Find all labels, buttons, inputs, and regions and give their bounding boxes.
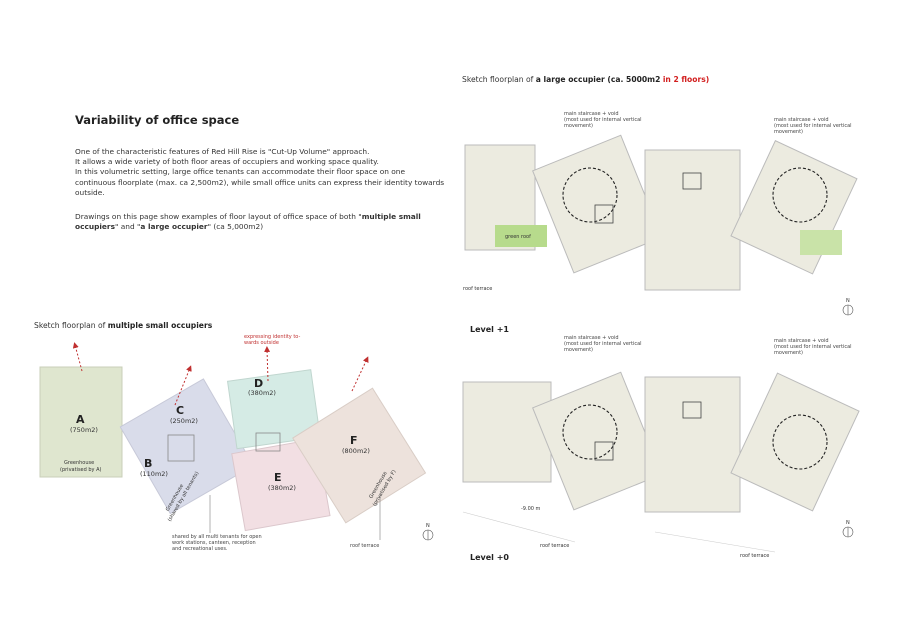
l0-staircase-note-right: main staircase + void(most used for inte…: [774, 338, 854, 356]
l0-elevation-label: -9.00 m: [521, 506, 541, 512]
large-caption-red: in 2 floors): [662, 75, 710, 84]
l1-note-left-2: (most used for internal vertical movemen…: [564, 117, 642, 129]
north-label-small: N: [426, 523, 430, 529]
zone-a-area: (750m2): [70, 426, 98, 434]
l0-block-center: [644, 376, 741, 513]
large-caption-bold: a large occupier (ca. 5000m2: [535, 75, 661, 84]
intro-p4c: " and ": [114, 222, 141, 232]
l1-green-roof-label: green roof: [505, 234, 531, 240]
l0-note-right-1: main staircase + void: [774, 338, 829, 344]
intro-text: One of the characteristic features of Re…: [75, 147, 445, 198]
identity-note: expressing identity to-wards outside: [244, 334, 301, 346]
zone-b-letter: B: [144, 457, 152, 470]
l1-block-2: [532, 134, 663, 274]
l0-block-left: [462, 381, 552, 483]
page-title: Variability of office space: [75, 113, 240, 127]
l0-note-right-2: (most used for internal vertical movemen…: [774, 344, 852, 356]
l1-note-left-1: main staircase + void: [564, 111, 619, 117]
intro-line-2: It allows a wide variety of both floor a…: [75, 157, 379, 167]
intro-p4b: multiple small occupiers: [75, 212, 421, 232]
l0-note-left-2: (most used for internal vertical movemen…: [564, 341, 642, 353]
l1-core-center: [682, 172, 702, 190]
l1-staircase-note-left: main staircase + void(most used for inte…: [564, 111, 644, 129]
l1-staircase-note-right: main staircase + void(most used for inte…: [774, 117, 854, 135]
zone-c-letter: C: [176, 404, 184, 417]
large-plan-caption: Sketch floorplan of a large occupier (ca…: [462, 75, 709, 84]
l1-north-label: N: [846, 298, 850, 304]
zone-e-letter: E: [274, 471, 282, 484]
zone-d-letter: D: [254, 377, 263, 390]
intro-line-1: One of the characteristic features of Re…: [75, 147, 370, 156]
intro-drawings-text: Drawings on this page show examples of f…: [75, 212, 445, 232]
zone-d-area: (380m2): [248, 389, 276, 397]
zone-f-letter: F: [350, 434, 358, 447]
core-block-de: [255, 432, 281, 452]
intro-p4a: Drawings on this page show examples of f…: [75, 212, 362, 221]
identity-arrow-d: [264, 346, 271, 382]
intro-line-3: In this volumetric setting, large office…: [75, 167, 445, 197]
identity-arrow-f: [351, 356, 369, 392]
l0-block-right: [730, 372, 860, 512]
large-caption-prefix: Sketch floorplan of: [462, 75, 536, 84]
zone-d-shape: [226, 369, 321, 450]
l1-core-left: [594, 204, 614, 224]
l0-staircase-note-left: main staircase + void(most used for inte…: [564, 335, 644, 353]
level-plus-1-label: Level +1: [470, 325, 509, 334]
l0-note-left-1: main staircase + void: [564, 335, 619, 341]
l0-north-label: N: [846, 520, 850, 526]
small-caption-bold: multiple small occupiers: [107, 321, 213, 330]
greenhouse-a-owner: (privatised by A): [60, 467, 102, 473]
core-block-bc: [167, 434, 195, 462]
large-occupier-level0-plan: -9.00 m roof terrace roof terrace N: [462, 371, 860, 559]
zone-a-letter: A: [76, 413, 85, 426]
intro-p4e: " (ca 5,000m2): [207, 222, 264, 232]
l0-staircase-circle-left: [562, 404, 618, 460]
zone-e-area: (380m2): [268, 484, 296, 492]
identity-arrow-c: [174, 365, 192, 406]
l1-staircase-circle-right: [772, 167, 828, 223]
l1-note-right-1: main staircase + void: [774, 117, 829, 123]
small-occupiers-plan: A (750m2) B (110m2) C (250m2) D (380m2) …: [39, 342, 434, 541]
l0-core-left: [594, 441, 614, 461]
zone-c-area: (250m2): [170, 417, 198, 425]
zone-b-area: (110m2): [140, 470, 168, 478]
identity-arrow-a: [72, 342, 83, 372]
small-caption-prefix: Sketch floorplan of: [34, 321, 108, 330]
l0-block-2: [532, 371, 663, 511]
zone-f-area: (800m2): [342, 447, 370, 455]
l1-green-roof: [495, 225, 547, 247]
large-occupier-level1-plan: green roof roof terrace N: [463, 134, 858, 316]
level-0-label: Level +0: [470, 553, 509, 562]
greenhouse-a-label: Greenhouse: [64, 460, 94, 466]
l0-roof-terrace-right: roof terrace: [740, 553, 769, 559]
small-roof-terrace: roof terrace: [350, 543, 380, 549]
zone-f-shape: [292, 387, 427, 524]
l0-core-center: [682, 401, 702, 419]
l1-roof-terrace-label: roof terrace: [463, 286, 492, 292]
l1-block-center: [644, 149, 741, 291]
l1-note-right-2: (most used for internal vertical movemen…: [774, 123, 852, 135]
intro-p4d: a large occupier: [140, 222, 208, 232]
l0-roof-terrace-left: roof terrace: [540, 543, 569, 549]
zone-bc-shape: [119, 378, 255, 515]
l0-staircase-circle-right: [772, 414, 828, 470]
l1-staircase-circle-left: [562, 167, 618, 223]
l1-greenhouse: [800, 230, 842, 255]
shared-note: shared by all multi tenants for open wor…: [172, 534, 262, 552]
small-plan-caption: Sketch floorplan of multiple small occup…: [34, 321, 212, 330]
